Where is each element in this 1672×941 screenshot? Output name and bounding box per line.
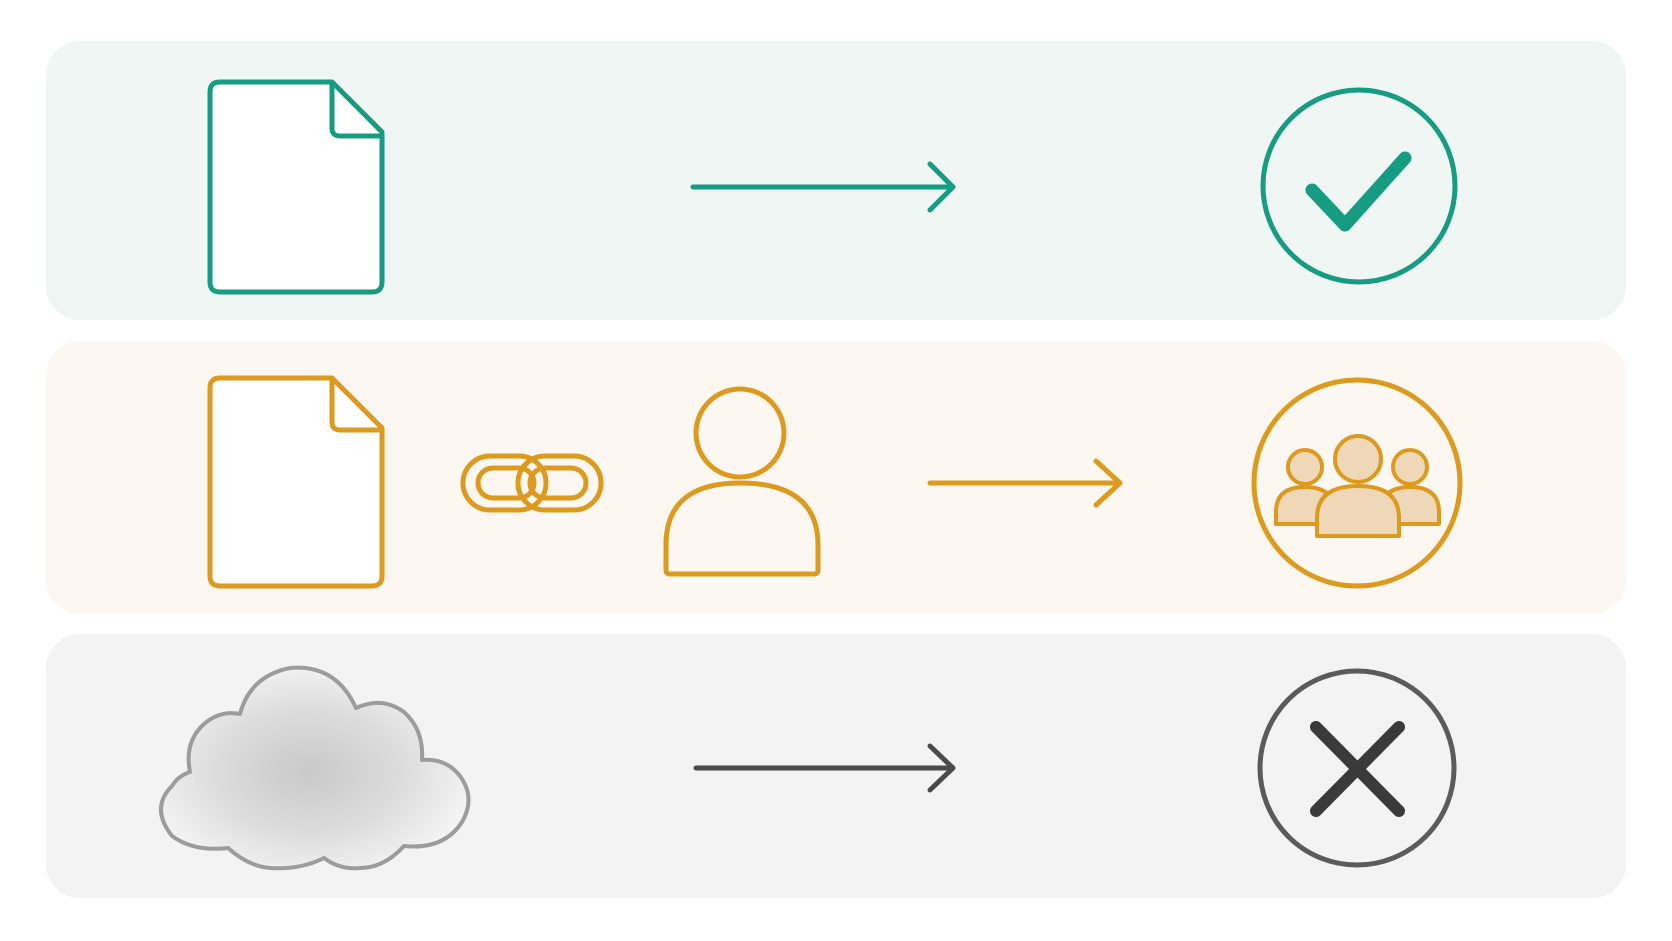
cloud-icon (159, 665, 471, 871)
arrow-right-icon (693, 743, 956, 793)
document-icon (207, 79, 385, 295)
group-circle-icon (1251, 377, 1463, 589)
x-circle-icon (1257, 668, 1457, 868)
user-icon (663, 386, 821, 577)
arrow-right-icon (927, 458, 1123, 508)
document-icon (207, 375, 385, 589)
check-circle-icon (1260, 87, 1458, 285)
link-icon (460, 453, 604, 513)
arrow-right-icon (690, 161, 956, 213)
